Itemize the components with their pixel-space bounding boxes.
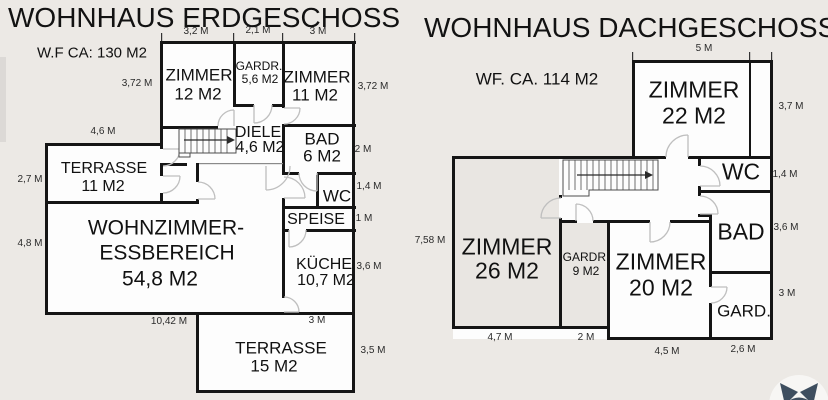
dachgeschoss-door-arcs [540, 134, 728, 304]
erdgeschoss-walls [45, 41, 356, 393]
plan-title-erdgeschoss: WOHNHAUS ERDGESCHOSS [8, 2, 401, 33]
plan-title-dachgeschoss: WOHNHAUS DACHGESCHOSS [424, 12, 828, 43]
dim-top: 2,1 M [245, 25, 271, 36]
room-label-terrasse11: TERRASSE [60, 160, 148, 177]
room-label-wohnzimmer-line2: ESSBEREICH [99, 241, 235, 265]
dim-left: 4,8 M [17, 238, 43, 249]
room-label-zimmer20: ZIMMER [615, 248, 707, 275]
erdgeschoss-room-fills [46, 42, 355, 392]
room-area-terrasse15: 15 M2 [250, 356, 298, 376]
dachgeschoss-plan [452, 52, 773, 340]
dim-left: 2,7 M [17, 174, 43, 185]
room-label-wc: WC [721, 158, 761, 185]
dim-left: 7,58 M [414, 235, 446, 246]
room-area-zimmer20: 20 M2 [629, 274, 693, 301]
erdgeschoss-dimension-ticks [161, 33, 356, 41]
room-area-zimmer22: 22 M2 [662, 102, 726, 129]
room-area-kueche: 10,7 M2 [297, 272, 355, 289]
dim-right: 3 M [778, 288, 796, 299]
dachgeschoss-room-fills [453, 61, 772, 339]
room-label-zimmer22: ZIMMER [648, 76, 740, 103]
room-label-zimmer26: ZIMMER [461, 233, 553, 260]
room-area-zimmer26: 26 M2 [475, 257, 539, 284]
room-label-kueche: KÜCHE [295, 256, 353, 273]
dachgeschoss-dimension-ticks [632, 52, 773, 60]
room-label-gardr9: GARDR. [562, 250, 610, 264]
dim-left: 3,72 M [121, 78, 153, 89]
room-label-zimmer12: ZIMMER [165, 65, 233, 85]
dim-bottom: 10,42 M [150, 316, 188, 327]
room-area-zimmer11: 11 M2 [292, 85, 338, 105]
dim-left: 4,6 M [90, 126, 116, 137]
dim-bottom: 4,5 M [654, 346, 680, 357]
erdgeschoss-plan [45, 33, 356, 393]
dim-right: 3,5 M [360, 345, 386, 356]
room-label-zimmer11: ZIMMER [283, 67, 351, 87]
room-area-wohnzimmer: 54,8 M2 [122, 267, 198, 291]
dim-right: 3,6 M [356, 261, 382, 272]
room-label-terrasse15: TERRASSE [235, 338, 327, 358]
room-area-gardr9: 9 M2 [572, 264, 600, 278]
room-label-wohnzimmer-line1: WOHNZIMMER- [87, 216, 245, 240]
room-label-diele: DIELE [234, 124, 282, 141]
dim-right: 1 M [355, 213, 373, 224]
dim-top: 3 M [309, 26, 327, 37]
dim-top: 5 M [695, 43, 713, 54]
room-label-gard: GARD. [717, 301, 771, 321]
dim-bottom: 4,7 M [487, 332, 513, 343]
room-label-gardr: GARDR. [235, 59, 283, 73]
room-label-wc: WC [322, 186, 352, 206]
dachgeschoss-walls [452, 60, 773, 340]
dim-right: 2 M [354, 144, 372, 155]
dim-right: 3,7 M [778, 101, 804, 112]
dim-bottom: 2,6 M [730, 344, 756, 355]
erdgeschoss-door-arcs [162, 104, 318, 313]
dim-bottom: 2 M [577, 332, 595, 343]
open-passage-line [199, 163, 283, 165]
cat-logo-icon [769, 375, 828, 400]
room-area-gardr: 5,6 M2 [241, 72, 279, 86]
scan-edge-shadow [0, 57, 6, 142]
room-area-diele: 4,6 M2 [235, 139, 285, 156]
area-label-dachgeschoss: WF. CA. 114 M2 [475, 69, 599, 89]
room-area-zimmer12: 12 M2 [174, 84, 222, 104]
dim-right: 1,4 M [772, 169, 798, 180]
dim-right: 1,4 M [356, 181, 382, 192]
dim-bottom: 3 M [308, 315, 326, 326]
dim-right: 3,72 M [357, 81, 389, 92]
room-area-terrasse11: 11 M2 [81, 178, 125, 195]
stairs-icon [178, 128, 237, 158]
stairs-icon [562, 159, 659, 197]
room-label-bad: BAD [717, 218, 765, 245]
room-label-bad: BAD [304, 129, 340, 149]
area-label-erdgeschoss: W.F CA: 130 M2 [36, 44, 148, 62]
room-area-bad: 6 M2 [303, 146, 341, 166]
dim-top: 3,2 M [183, 26, 209, 37]
dim-right: 3,6 M [773, 222, 799, 233]
room-label-speise: SPEISE [287, 211, 345, 228]
